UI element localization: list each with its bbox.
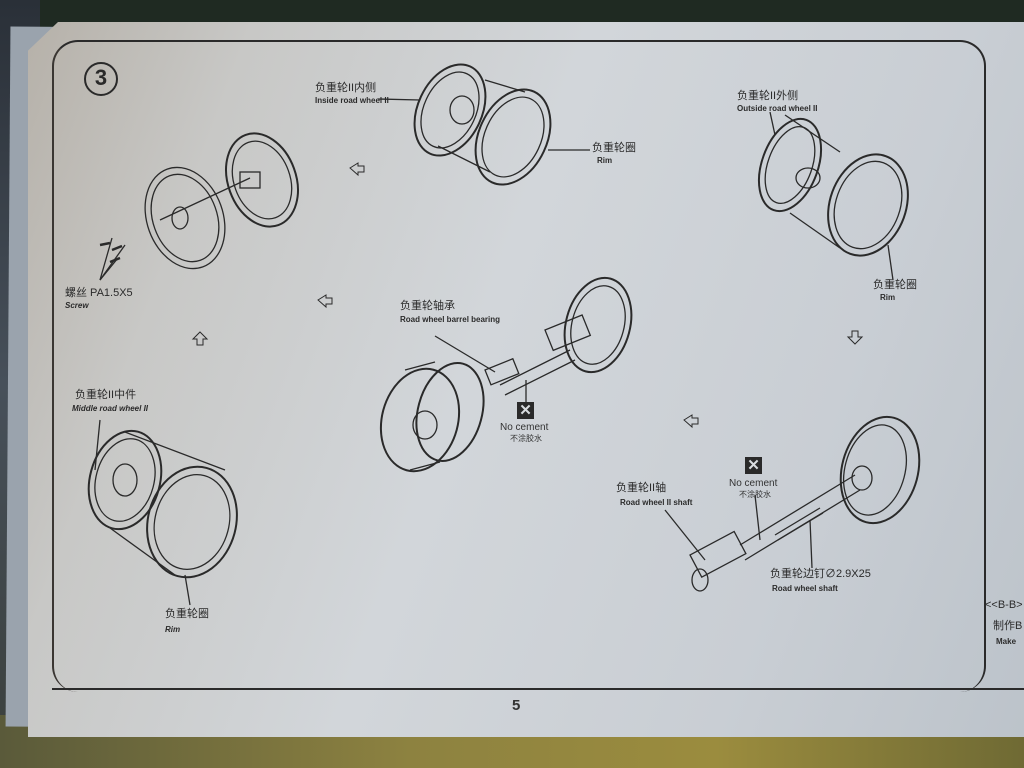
bearing-label-cn: 负重轮轴承 (400, 300, 455, 312)
bearing-assembly-drawing (379, 276, 633, 473)
middle-wheel-drawing (87, 419, 238, 606)
section-label: <<B-B> (985, 599, 1023, 611)
x-box-icon: ✕ (745, 457, 762, 474)
screw-label-cn: 螺丝 PA1.5X5 (65, 287, 133, 299)
rim-top-label-en: Rim (597, 156, 613, 165)
rim-top-label-cn: 负重轮圈 (592, 142, 636, 154)
outside-wheel-drawing (757, 111, 909, 281)
arrow-icon (683, 414, 699, 429)
pin-label-cn: 负重轮边钉∅2.9X25 (770, 568, 871, 580)
no-cement-label-en: No cement (500, 422, 549, 433)
outside-wheel-label-cn: 负重轮II外侧 (737, 90, 799, 102)
arrow-icon (317, 294, 333, 309)
bottom-rule (52, 688, 1024, 690)
inside-wheel-label-en: Inside road wheel II (315, 96, 389, 105)
step-badge: 3 (84, 62, 118, 96)
screw-label-en: Screw (65, 301, 89, 310)
shaft-label-cn: 负重轮II轴 (616, 482, 667, 494)
inside-wheel-drawing (377, 63, 590, 186)
wheel-disc-top-left (99, 132, 299, 281)
make-label-cn: 制作B (993, 620, 1023, 632)
no-cement-label-cn: 不涂胶水 (739, 490, 771, 499)
page-number: 5 (512, 697, 521, 714)
instruction-page (28, 22, 1024, 737)
arrow-icon (349, 162, 365, 177)
rim-right-label-en: Rim (880, 293, 896, 302)
rim-right-label-cn: 负重轮圈 (873, 279, 917, 291)
no-cement-label-en: No cement (729, 478, 778, 489)
pin-label-en: Road wheel shaft (772, 584, 838, 593)
rim-bottom-label-cn: 负重轮圈 (165, 608, 209, 620)
shaft-label-en: Road wheel II shaft (620, 498, 693, 507)
make-label-en: Make (996, 637, 1017, 646)
shaft-assembly-drawing (664, 415, 921, 592)
page-frame (52, 40, 986, 692)
outside-wheel-label-en: Outside road wheel II (737, 104, 818, 113)
no-cement-label-cn: 不涂胶水 (510, 434, 542, 443)
arrow-icon (846, 330, 864, 345)
bearing-label-en: Road wheel barrel bearing (400, 315, 501, 324)
x-box-icon: ✕ (517, 402, 534, 419)
inside-wheel-label-cn: 负重轮II内侧 (315, 82, 377, 94)
middle-wheel-label-en: Middle road wheel II (72, 404, 149, 413)
direction-arrows (191, 162, 864, 429)
middle-wheel-label-cn: 负重轮II中件 (75, 389, 137, 401)
rim-bottom-label-en: Rim (165, 625, 181, 634)
arrow-icon (191, 331, 209, 346)
